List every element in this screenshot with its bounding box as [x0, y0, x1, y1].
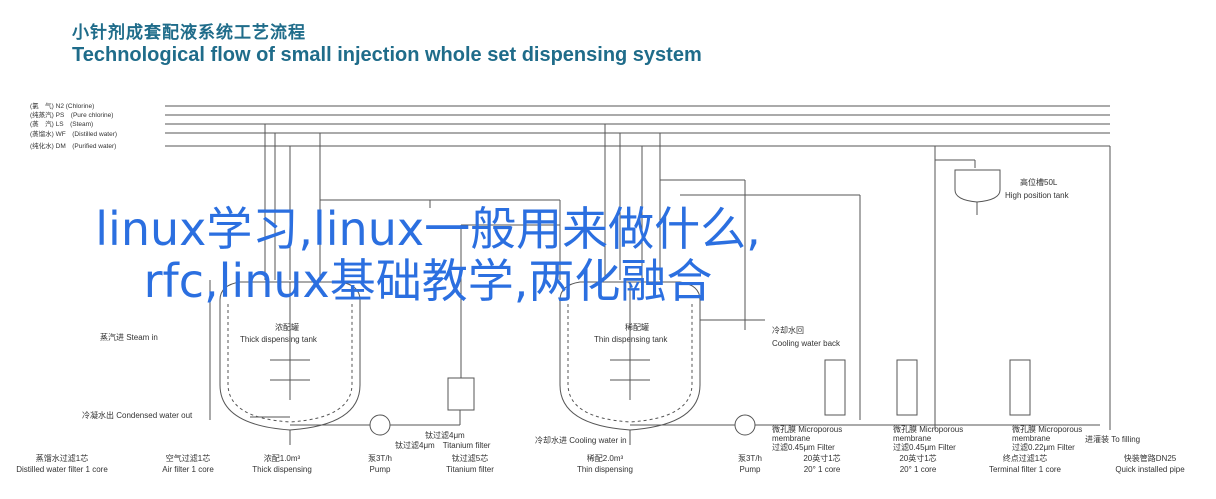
label-membrane-2-f: 过滤0.45μm Filter: [893, 442, 956, 452]
overlay-text-line-1: linux学习,linux一般用来做什么,: [95, 202, 761, 256]
pump-2: [734, 414, 756, 436]
micro-filter-1: [824, 359, 846, 416]
bottom-label-4-en: Pump: [370, 465, 391, 474]
legend-ps: (纯蒸汽) PS (Pure chlorine): [30, 110, 113, 119]
legend-n2: (氯 气) N2 (Chlorine): [30, 101, 94, 110]
label-membrane-3-en: membrane: [1012, 434, 1051, 443]
bottom-label-5-en: Titanium filter: [446, 465, 494, 474]
label-membrane-1-f: 过滤0.45μm Filter: [772, 442, 835, 452]
bottom-label-9-cn: 20英寸1芯: [899, 453, 936, 463]
label-thin-tank-en: Thin dispensing tank: [594, 335, 668, 344]
label-titanium-filter-en: 钛过滤4μm Titanium filter: [395, 440, 491, 450]
bottom-label-6-cn: 稀配2.0m³: [587, 453, 624, 463]
bottom-label-5-cn: 钛过滤5芯: [452, 453, 488, 463]
bottom-label-9-en: 20° 1 core: [900, 465, 937, 474]
label-membrane-2-en: membrane: [893, 434, 932, 443]
label-membrane-1-en: membrane: [772, 434, 811, 443]
label-high-tank: 高位槽50L: [1020, 177, 1058, 187]
label-to-filling: 进灌装 To filling: [1085, 434, 1140, 444]
label-cooling-in: 冷却水进 Cooling water in: [535, 435, 627, 445]
label-condensed-out: 冷凝水出 Condensed water out: [82, 410, 193, 420]
label-high-tank-en: High position tank: [1005, 191, 1070, 200]
thin-tank-shape: [559, 281, 701, 431]
bottom-label-3-en: Thick dispensing: [252, 465, 312, 474]
bottom-label-2-cn: 空气过滤1芯: [166, 453, 210, 463]
label-membrane-3-f: 过滤0.22μm Filter: [1012, 442, 1075, 452]
bottom-label-1-en: Distilled water filter 1 core: [16, 465, 108, 474]
label-thick-tank-en: Thick dispensing tank: [240, 335, 318, 344]
bottom-label-11-en: Quick installed pipe: [1115, 465, 1185, 474]
bottom-label-10-cn: 终点过滤1芯: [1003, 453, 1047, 463]
bottom-label-10-en: Terminal filter 1 core: [989, 465, 1062, 474]
bottom-label-8-cn: 20英寸1芯: [803, 453, 840, 463]
label-membrane-3: 微孔膜 Microporous: [1012, 424, 1082, 434]
label-membrane-2: 微孔膜 Microporous: [893, 424, 963, 434]
bottom-label-7-cn: 泵3T/h: [738, 454, 762, 463]
legend-wf: (蒸馏水) WF (Distilled water): [30, 129, 117, 138]
label-membrane-1: 微孔膜 Microporous: [772, 424, 842, 434]
label-thick-tank: 浓配罐: [275, 322, 299, 332]
bottom-label-8-en: 20° 1 core: [804, 465, 841, 474]
legend-dm: (纯化水) DM (Purified water): [30, 141, 116, 150]
bottom-label-1-cn: 蒸馏水过滤1芯: [36, 453, 88, 463]
label-cooling-back-en: Cooling water back: [772, 339, 841, 348]
bottom-label-7-en: Pump: [740, 465, 761, 474]
title-english: Technological flow of small injection wh…: [72, 44, 702, 66]
legend-ls: (蒸 汽) LS (Steam): [30, 119, 93, 128]
label-thin-tank: 稀配罐: [625, 322, 649, 332]
label-steam-in: 蒸汽进 Steam in: [100, 332, 158, 342]
bottom-label-6-en: Thin dispensing: [577, 465, 633, 474]
bottom-label-2-en: Air filter 1 core: [162, 465, 214, 474]
micro-filter-2: [896, 359, 918, 416]
title-chinese: 小针剂成套配液系统工艺流程: [72, 23, 306, 43]
bottom-label-4-cn: 泵3T/h: [368, 454, 392, 463]
label-cooling-back: 冷却水回: [772, 325, 804, 335]
bottom-label-11-cn: 快装管路DN25: [1124, 453, 1177, 463]
high-position-tank: [954, 169, 1001, 203]
label-titanium-filter: 钛过滤4μm: [425, 430, 465, 440]
micro-filter-3: [1009, 359, 1031, 416]
titanium-filter: [447, 377, 475, 411]
pump-1: [369, 414, 391, 436]
bottom-label-3-cn: 浓配1.0m³: [264, 454, 301, 463]
overlay-text-line-2: rfc,linux基础教学,两化融合: [143, 254, 713, 308]
thick-tank-shape: [219, 281, 361, 431]
